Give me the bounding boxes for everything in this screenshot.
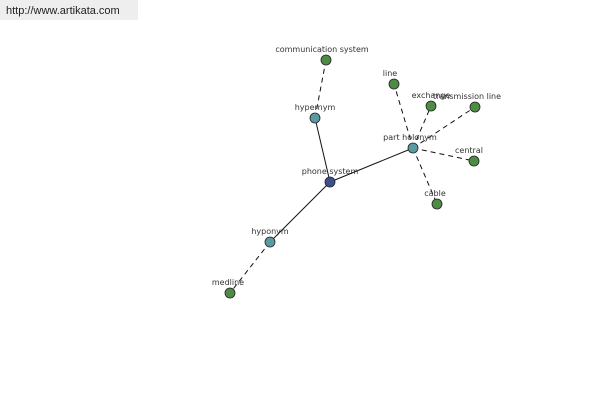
watermark-link[interactable]: http://www.artikata.com [0, 0, 138, 20]
edge-part-holonym-to-exchange [412, 105, 432, 149]
nodes-layer [224, 54, 481, 299]
node-label-central: central [455, 146, 483, 155]
edge-phone-system-to-hyponym [269, 181, 331, 243]
node-central[interactable] [468, 155, 480, 167]
node-label-hypernym: hypernym [295, 103, 336, 112]
node-medline[interactable] [224, 287, 236, 299]
node-label-exchange: exchange [412, 91, 451, 100]
node-label-cable: cable [424, 189, 446, 198]
edge-phone-system-to-part-holonym [329, 147, 414, 183]
edge-part-holonym-to-transmission-line [412, 106, 476, 149]
node-hypernym[interactable] [309, 112, 321, 124]
node-exchange[interactable] [425, 100, 437, 112]
edge-part-holonym-to-central [412, 147, 475, 162]
labels-layer: phone system hypernym hyponym part holonym c… [212, 45, 501, 287]
node-hyponym[interactable] [264, 236, 276, 248]
node-transmission-line[interactable] [469, 101, 481, 113]
node-communication-system[interactable] [320, 54, 332, 66]
node-label-part-holonym: part holonym [383, 133, 437, 142]
edge-part-holonym-to-line [393, 83, 414, 149]
node-label-transmission-line: transmission line [433, 92, 501, 101]
node-label-hyponym: hyponym [251, 227, 289, 236]
node-label-communication-system: communication system [275, 45, 369, 54]
edge-hypernym-to-communication-system [314, 59, 327, 119]
node-line[interactable] [388, 78, 400, 90]
edge-hyponym-to-medline [229, 241, 271, 294]
node-part-holonym[interactable] [407, 142, 419, 154]
node-label-phone-system: phone system [302, 167, 359, 176]
node-label-medline: medline [212, 278, 244, 287]
node-cable[interactable] [431, 198, 443, 210]
node-phone-system[interactable] [324, 176, 336, 188]
node-label-line: line [383, 69, 398, 78]
edge-phone-system-to-hypernym [314, 117, 331, 183]
edges-layer [229, 59, 476, 294]
edge-part-holonym-to-cable [412, 147, 438, 205]
